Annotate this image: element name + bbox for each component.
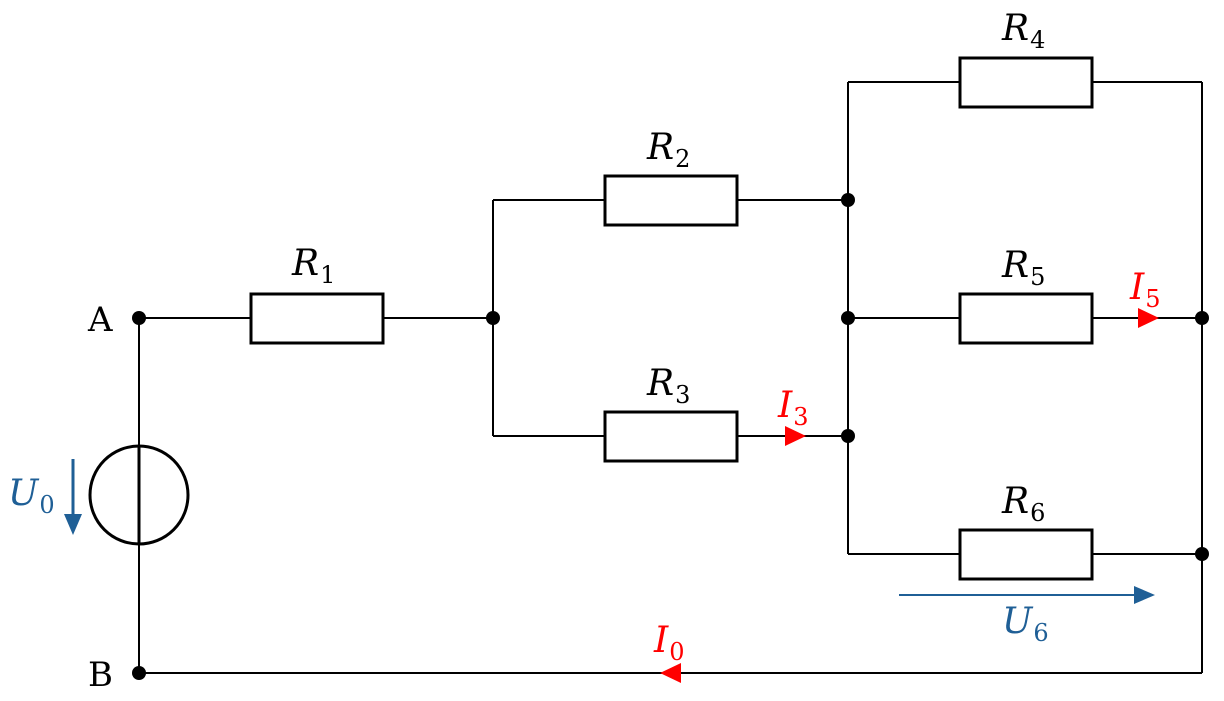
current-label-i0: I0: [654, 620, 685, 666]
resistor-label-r1: R1: [292, 243, 336, 289]
resistor-label-r6: R6: [1002, 481, 1046, 527]
resistor-r3: [603, 410, 739, 463]
resistor-label-r3: R3: [647, 363, 691, 409]
nodes: [132, 193, 1209, 680]
resistor-r4: [958, 56, 1094, 109]
resistor-r1: [249, 292, 385, 345]
terminal-label-a: A: [88, 300, 113, 340]
node-middle-bottom: [841, 429, 855, 443]
node-a: [132, 311, 146, 325]
voltage-arrows: [64, 459, 1155, 604]
current-arrow-i5: [1138, 308, 1159, 328]
resistor-r2: [603, 174, 739, 227]
current-label-i3: I3: [778, 385, 809, 431]
current-arrow-i0: [660, 663, 681, 683]
resistor-r6: [958, 528, 1094, 581]
voltage-label-u6: U6: [1002, 601, 1049, 647]
voltage-label-u0: U0: [8, 473, 55, 519]
node-right-center: [1195, 311, 1209, 325]
terminal-label-b: B: [88, 655, 113, 695]
voltage-arrow-u0-head: [64, 514, 82, 535]
current-arrows: [660, 308, 1159, 683]
resistor-label-r5: R5: [1002, 245, 1046, 291]
voltage-arrow-u6-head: [1134, 586, 1155, 604]
voltage-source: [88, 444, 190, 546]
node-middle-top: [841, 193, 855, 207]
node-right-bottom: [1195, 547, 1209, 561]
resistor-label-r2: R2: [647, 127, 691, 173]
current-arrow-i3: [785, 426, 806, 446]
node-middle-center: [841, 311, 855, 325]
resistor-label-r4: R4: [1002, 8, 1046, 54]
node-left-split: [486, 311, 500, 325]
resistor-r5: [958, 292, 1094, 345]
current-label-i5: I5: [1130, 267, 1161, 313]
resistors: [249, 56, 1094, 581]
node-b: [132, 666, 146, 680]
